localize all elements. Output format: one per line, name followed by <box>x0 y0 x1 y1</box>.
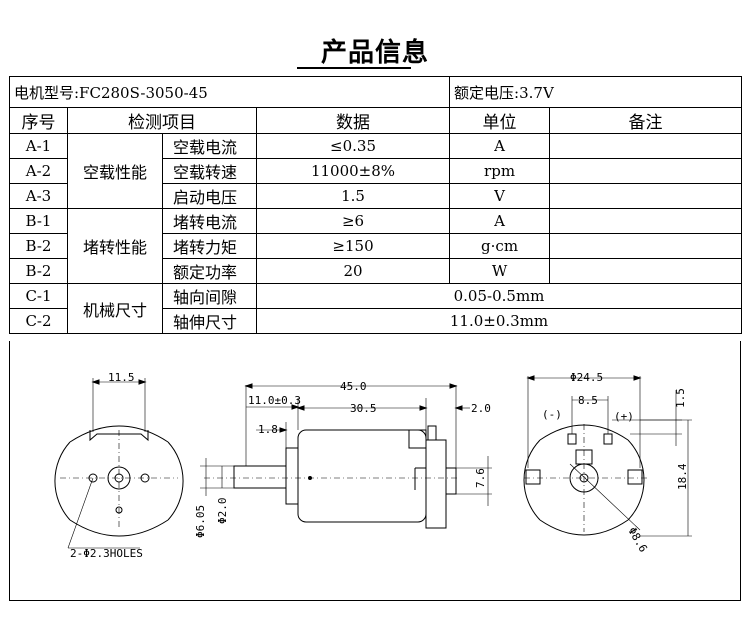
dim-end-offset: 2.0 <box>471 402 491 415</box>
header-remark: 备注 <box>549 107 743 134</box>
page-title: 产品信息 <box>320 38 429 68</box>
dim-hub-dia: Φ8.6 <box>625 525 650 554</box>
row-seq: C-1 <box>9 283 68 309</box>
row-item: 空载转速 <box>162 158 257 184</box>
dim-boss-dia: Φ6.05 <box>194 505 207 538</box>
row-data: 11000±8% <box>255 158 451 184</box>
group-stall: 堵转性能 <box>67 208 163 284</box>
row-remark <box>549 133 743 159</box>
table-row: B-2 堵转力矩 ≥150 g·cm <box>9 233 743 259</box>
row-remark <box>549 183 743 209</box>
table-row: B-2 额定功率 20 W <box>9 258 743 284</box>
dim-terminal-pitch: 8.5 <box>578 394 598 407</box>
drawing-frame <box>9 341 741 601</box>
dim-flange-height: 7.6 <box>474 468 487 488</box>
header-row: 序号 检测项目 数据 单位 备注 <box>9 107 743 134</box>
row-data: ≥150 <box>255 233 451 259</box>
row-data: 11.0±0.3mm <box>255 308 743 334</box>
row-seq: A-3 <box>9 183 68 209</box>
terminal-minus: (-) <box>542 408 562 421</box>
header-seq: 序号 <box>9 107 68 134</box>
row-item: 堵转电流 <box>162 208 257 234</box>
row-item: 轴向间隙 <box>162 283 257 309</box>
dim-total-length: 45.0 <box>340 380 367 393</box>
table-row: B-1 堵转性能 堵转电流 ≥6 A <box>9 208 743 284</box>
dim-boss-length: 1.8 <box>258 423 278 436</box>
rear-view <box>523 375 692 537</box>
title-underline <box>297 67 411 69</box>
row-seq: B-2 <box>9 233 68 259</box>
side-view <box>200 383 492 529</box>
row-data: 20 <box>255 258 451 284</box>
dim-holes: 2-Φ2.3HOLES <box>70 547 143 560</box>
dim-body-length: 30.5 <box>350 402 377 415</box>
dim-shaft-dia: Φ2.0 <box>216 498 229 525</box>
row-item: 空载电流 <box>162 133 257 159</box>
table-row: A-1 空载性能 空载电流 ≤0.35 A <box>9 133 743 209</box>
dim-front-width: 11.5 <box>108 371 135 384</box>
header-test-item: 检测项目 <box>67 107 257 134</box>
motor-model: 电机型号:FC280S-3050-45 <box>8 76 451 108</box>
dim-rear-dia: Φ24.5 <box>570 371 603 384</box>
row-unit: V <box>449 183 551 209</box>
front-view <box>54 378 184 549</box>
terminal-plus: (+) <box>614 410 634 423</box>
dim-body-height: 18.4 <box>676 463 689 490</box>
group-noload: 空载性能 <box>67 133 163 209</box>
row-seq: A-2 <box>9 158 68 184</box>
row-seq: C-2 <box>9 308 68 334</box>
dim-shaft-length: 11.0±0.3 <box>248 394 301 407</box>
spec-table: 电机型号:FC280S-3050-45 额定电压:3.7V 序号 检测项目 数据… <box>8 76 743 334</box>
group-mechanical: 机械尺寸 <box>67 283 163 334</box>
dim-terminal-height: 1.5 <box>674 388 687 408</box>
header-unit: 单位 <box>449 107 551 134</box>
row-item: 堵转力矩 <box>162 233 257 259</box>
row-item: 额定功率 <box>162 258 257 284</box>
row-unit: rpm <box>449 158 551 184</box>
header-data: 数据 <box>255 107 451 134</box>
table-row: C-2 轴伸尺寸 11.0±0.3mm <box>9 308 743 334</box>
